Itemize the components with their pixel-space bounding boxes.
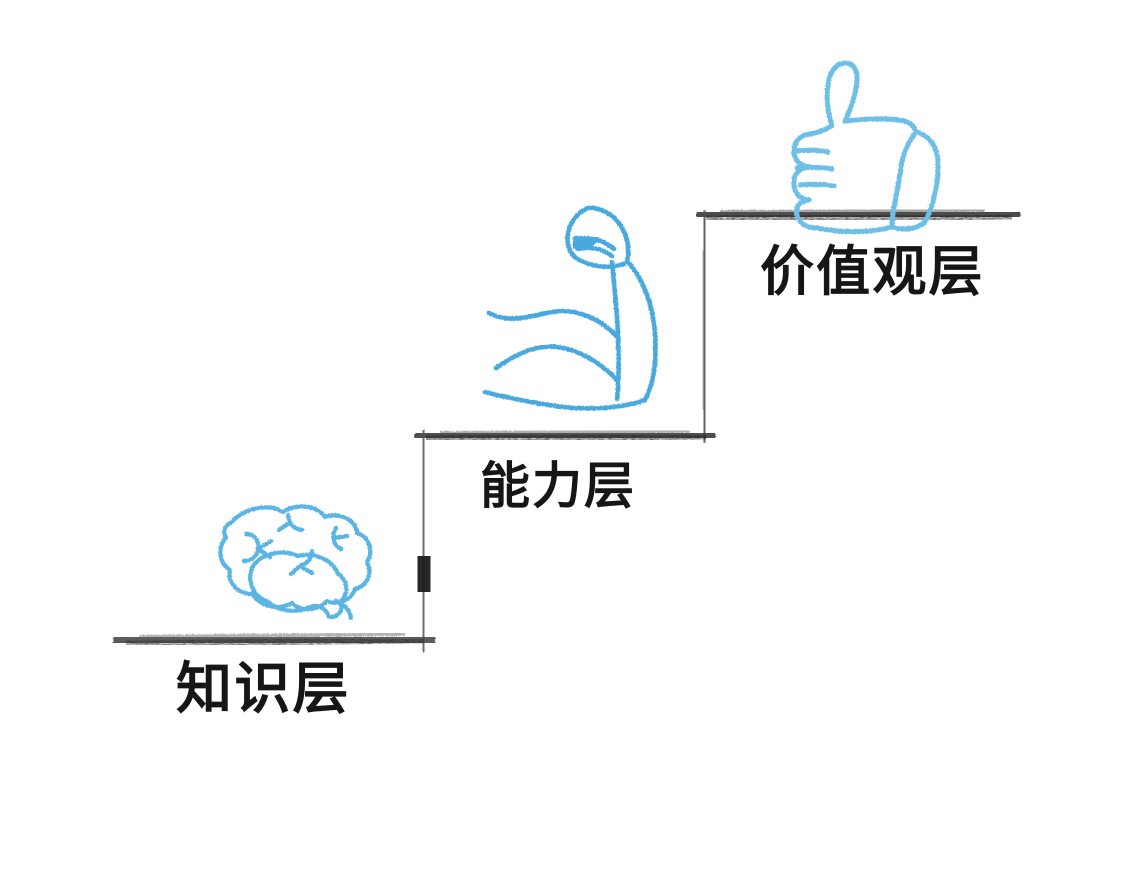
step-tread-middle: [414, 427, 716, 444]
step-label-values: 价值观层: [760, 240, 985, 303]
thumbs-up-icon: [791, 60, 941, 235]
step-riser-base: [113, 635, 125, 832]
step-tread-bottom: [112, 631, 436, 649]
step-tread-top: [696, 206, 1021, 223]
step-label-knowledge: 知识层: [176, 657, 351, 722]
step-riser-lower: [416, 429, 431, 653]
step-label-ability: 能力层: [480, 457, 636, 515]
brain-icon: [218, 504, 373, 621]
step-riser-upper: [697, 209, 712, 444]
bicep-icon: [482, 205, 658, 411]
staircase-structure: [112, 206, 1021, 832]
